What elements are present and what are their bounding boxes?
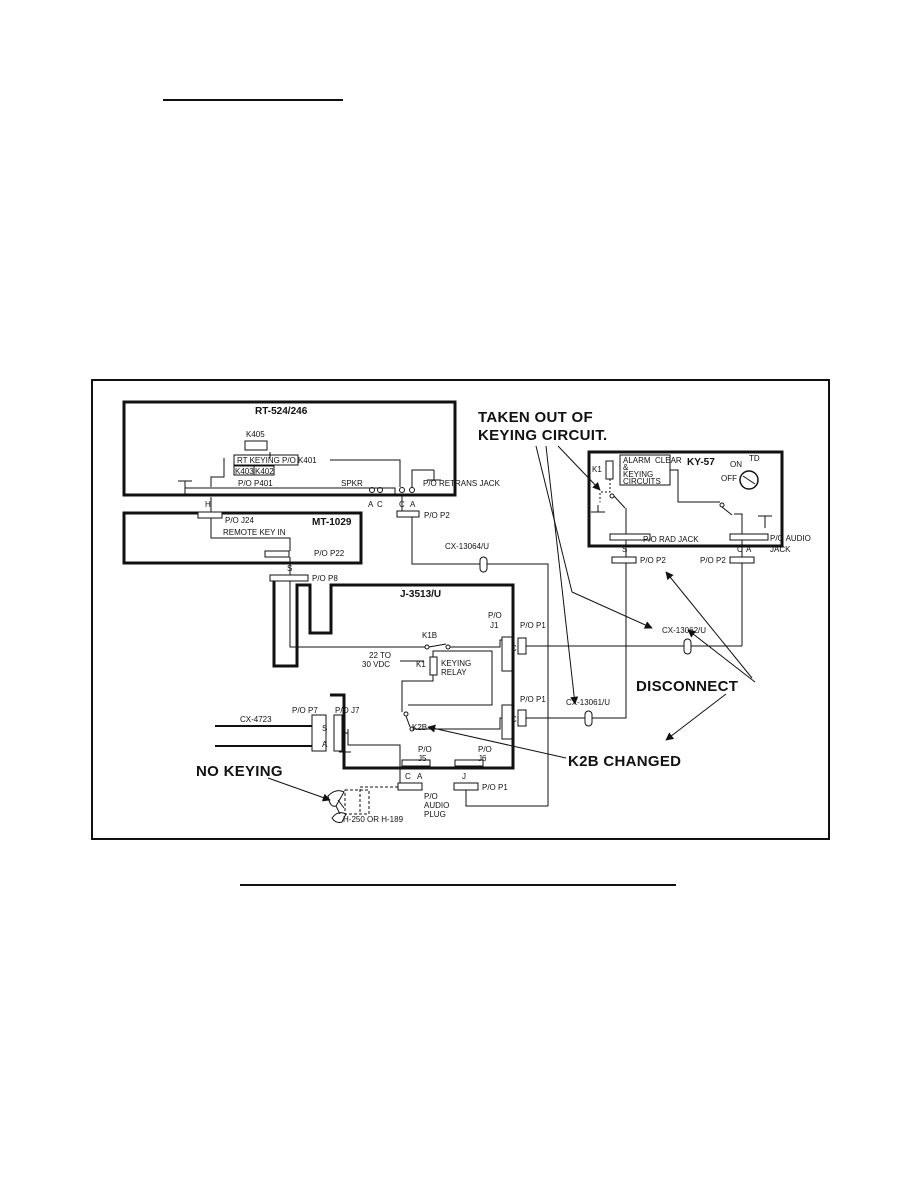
pin-c-j1-label: C <box>511 644 517 653</box>
title-underline <box>163 99 343 101</box>
pin-c-j1b-label: C <box>511 715 517 724</box>
h250-label: H-250 OR H-189 <box>343 815 404 824</box>
taken-out-callout-2: KEYING CIRCUIT. <box>478 427 608 444</box>
pin-s-ky-label: S <box>622 545 627 554</box>
td-label: TD <box>749 454 760 463</box>
po-audio-po: P/O <box>424 792 438 801</box>
pin-s-p7-label: S <box>322 724 327 733</box>
rt-524-title: RT-524/246 <box>255 406 308 417</box>
jack-label: JACK <box>770 545 791 554</box>
amp-label: & <box>623 463 629 472</box>
disconnect-callout: DISCONNECT <box>636 678 738 695</box>
po-j6-po: P/O <box>478 745 492 754</box>
po-j6-label: J6 <box>478 754 487 763</box>
keying-relay-label-2: RELAY <box>441 668 467 677</box>
mt-1029-title: MT-1029 <box>312 517 352 528</box>
po-p2-ky-label: P/O P2 <box>640 556 666 565</box>
audio-label: AUDIO <box>424 801 449 810</box>
po-j5-po: P/O <box>418 745 432 754</box>
cx-4723-label: CX-4723 <box>240 715 272 724</box>
po-p1-audio-label: P/O P1 <box>482 783 508 792</box>
po-p8-label: P/O P8 <box>312 574 338 583</box>
off-label: OFF <box>721 474 737 483</box>
clear-label: CLEAR <box>655 456 682 465</box>
po-j7-label: P/O J7 <box>335 706 360 715</box>
voltage-label-1: 22 TO <box>369 651 391 660</box>
alarm-label: ALARM <box>623 456 651 465</box>
po-p2-rt-label: P/O P2 <box>424 511 450 520</box>
cx-13062-label: CX-13062/U <box>662 626 706 635</box>
po-p1-j1-po: P/O P1 <box>520 621 546 630</box>
po-j24-label: P/O J24 <box>225 516 254 525</box>
po-rad-jack-label: P/O RAD JACK <box>643 535 699 544</box>
po-j1-label: J1 <box>490 621 499 630</box>
k402-label: K402 <box>255 467 274 476</box>
keying-ky-label: KEYING <box>623 470 653 479</box>
rt-keying-label: RT KEYING P/O K401 <box>237 456 317 465</box>
handset-icon <box>327 790 347 823</box>
j-3513-box: J-3513/U K1B 22 TO 30 VDC K1 KEYING RELA… <box>272 581 515 783</box>
k2b-label: K2B <box>412 723 427 732</box>
k405-label: K405 <box>246 430 265 439</box>
po-j1-po: P/O <box>488 611 502 620</box>
po-p1-j1b-po: P/O P1 <box>520 695 546 704</box>
po-audio-ky-label: P/O AUDIO <box>770 534 811 543</box>
caption-underline <box>240 884 676 886</box>
cx-13064-label: CX-13064/U <box>445 542 489 551</box>
po-p22-label: P/O P22 <box>314 549 345 558</box>
diagram-frame <box>91 379 830 840</box>
pin-a-ky-label: A <box>746 545 752 554</box>
keying-relay-label-1: KEYING <box>441 659 471 668</box>
po-retrans-jack-label: P/O RETRANS JACK <box>423 479 501 488</box>
pin-a-p7-label: A <box>322 740 328 749</box>
pin-c-rt-label: C <box>377 500 383 509</box>
cx-13061-label: CX-13061/U <box>566 698 610 707</box>
k1-ky-label: K1 <box>592 465 602 474</box>
po-p7-label: P/O P7 <box>292 706 318 715</box>
pin-j-j6-label: J <box>462 772 466 781</box>
k1b-label: K1B <box>422 631 437 640</box>
ky-57-box: KY-57 K1 ALARM CLEAR & KEYING CIRCUITS O… <box>587 450 811 548</box>
pin-c-ky-label: C <box>737 545 743 554</box>
plug-label: PLUG <box>424 810 446 819</box>
voltage-label-2: 30 VDC <box>362 660 390 669</box>
no-keying-callout: NO KEYING <box>196 763 283 780</box>
k2b-changed-callout: K2B CHANGED <box>568 753 681 770</box>
taken-out-callout-1: TAKEN OUT OF <box>478 409 593 426</box>
k1-relay-label: K1 <box>416 660 426 669</box>
pin-a-retrans-label: A <box>410 500 416 509</box>
j-3513-title: J-3513/U <box>400 589 441 600</box>
po-j5-label: J5 <box>418 754 427 763</box>
mt-1029-box: MT-1029 P/O J24 REMOTE KEY IN P/O P22 <box>122 497 363 565</box>
circuits-label: CIRCUITS <box>623 477 661 486</box>
ky-57-title: KY-57 <box>687 457 715 468</box>
pin-a-rt-label: A <box>368 500 374 509</box>
pin-a-j5-label: A <box>417 772 423 781</box>
po-p401-label: P/O P401 <box>238 479 273 488</box>
spkr-label: SPKR <box>341 479 363 488</box>
pin-h-label: H <box>205 500 211 509</box>
rt-524-box: RT-524/246 K405 RT KEYING P/O K401 K403 … <box>122 400 501 497</box>
k403-label: K403 <box>235 467 254 476</box>
pin-c-j5-label: C <box>405 772 411 781</box>
on-label: ON <box>730 460 742 469</box>
remote-key-in-label: REMOTE KEY IN <box>223 528 286 537</box>
po-p2-ky-audio-label: P/O P2 <box>700 556 726 565</box>
